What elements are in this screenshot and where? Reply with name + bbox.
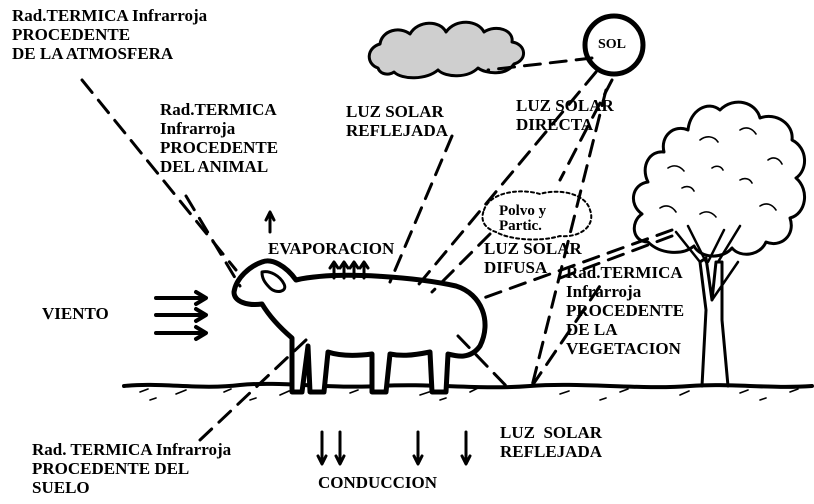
sheep-ear [260,270,287,293]
label-line: PROCEDENTE [566,301,685,320]
path-sun-to-animal-1 [412,70,598,292]
ground-texture [139,387,799,401]
label-line: PROCEDENTE [160,138,279,157]
label-direct-sunlight: LUZ SOLAR DIRECTA [516,96,614,134]
ground-line [122,381,814,390]
cloud [367,20,525,80]
path-veg-to-animal [476,228,674,302]
radiation-paths [80,56,674,442]
label-line: Infrarroja [160,119,236,138]
label-line: PROCEDENTE [12,25,131,44]
path-reflect-ground [456,334,514,394]
label-line: PROCEDENTE DEL [32,459,190,478]
label-conduction: CONDUCCION [318,473,437,492]
label-evaporation: EVAPORACION [268,239,395,258]
label-line: REFLEJADA [500,442,603,461]
label-line: DE LA [566,320,618,339]
label-line: SUELO [32,478,90,497]
label-animal-radiation: Rad.TERMICA Infrarroja PROCEDENTE DEL AN… [160,100,278,176]
sun-label: SOL [598,37,627,52]
label-line: Rad. TERMICA Infrarroja [32,440,232,459]
tree-canopy-texture [659,127,783,218]
label-line: LUZ SOLAR [484,239,582,258]
tree-trunk [698,256,730,388]
path-reflect-up [530,278,606,388]
path-sun-to-ground [530,88,608,388]
wind-arrows [154,290,208,341]
label-line: DEL ANIMAL [160,157,269,176]
evaporation-arrows [264,210,370,280]
label-dust-particles: Polvo y Partic. [499,204,546,234]
label-line: DE LA ATMOSFERA [12,44,174,63]
path-animal-to-sky [184,194,242,288]
path-sun-to-animal-2 [558,78,614,182]
label-reflected-sunlight-top: LUZ SOLAR REFLEJADA [346,102,448,140]
label-ground-radiation: Rad. TERMICA Infrarroja PROCEDENTE DEL S… [32,440,231,497]
dust-cloud [481,190,593,241]
label-line: Rad.TERMICA [566,263,683,282]
path-cloud-to-animal [388,134,454,284]
tree-canopy [632,100,806,258]
label-line: LUZ SOLAR [500,423,603,442]
path-veg-lower [558,234,674,280]
label-line: VEGETACION [566,339,681,358]
label-line: DIFUSA [484,258,548,277]
label-vegetation-radiation: Rad.TERMICA Infrarroja PROCEDENTE DE LA … [566,263,684,358]
path-ground-to-animal [198,338,308,442]
label-line: Rad.TERMICA Infrarroja [12,6,208,25]
conduction-arrows [316,430,472,466]
tree-branches [674,224,742,302]
label-line: Infrarroja [566,282,642,301]
sheep [231,258,488,395]
label-reflected-sunlight-bottom: LUZ SOLAR REFLEJADA [500,423,602,461]
label-line: Polvo y [499,203,547,219]
label-line: Rad.TERMICA [160,100,277,119]
label-line: REFLEJADA [346,121,449,140]
path-sun-to-cloud [486,56,594,72]
path-diffuse [430,232,492,294]
label-line: DIRECTA [516,115,594,134]
label-wind: VIENTO [42,304,109,323]
label-line: LUZ SOLAR [516,96,614,115]
path-atmos-to-animal [80,78,238,272]
sun [582,13,646,77]
label-diffuse-sunlight: LUZ SOLAR DIFUSA [484,239,582,277]
label-line: LUZ SOLAR [346,102,444,121]
label-line: Partic. [499,218,542,234]
label-atmosphere-radiation: Rad.TERMICA Infrarroja PROCEDENTE DE LA … [12,6,207,63]
